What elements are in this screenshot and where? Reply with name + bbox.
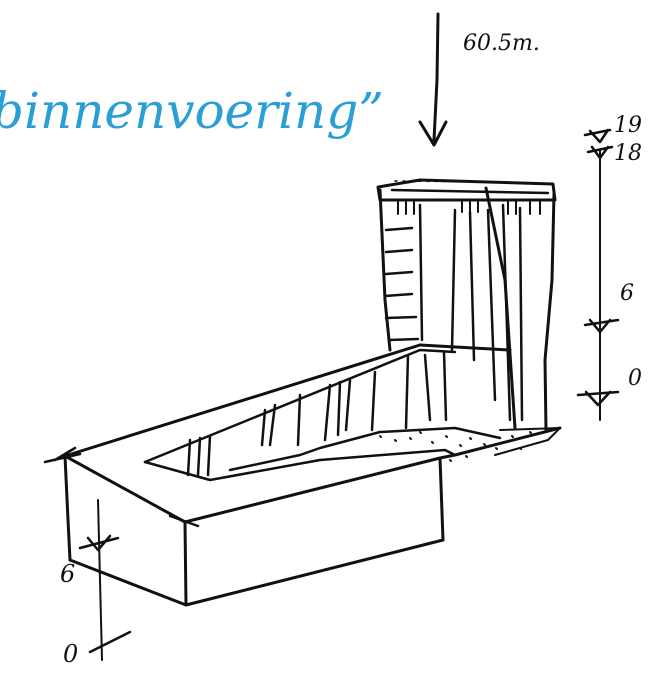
sketch-caption: binnenvoering” xyxy=(0,82,384,140)
tower-sketch xyxy=(376,178,557,432)
level-19: 19 xyxy=(614,113,642,138)
level-0: 0 xyxy=(628,366,642,391)
level-6: 6 xyxy=(620,281,634,306)
level-18: 18 xyxy=(614,141,642,166)
height-label: 60.5m. xyxy=(463,31,540,56)
base-level-6: 6 xyxy=(60,560,75,588)
base-level-0: 0 xyxy=(63,640,78,668)
podium-level-marks xyxy=(78,499,132,661)
podium-sketch xyxy=(43,343,562,607)
tower-level-marks xyxy=(576,128,620,421)
